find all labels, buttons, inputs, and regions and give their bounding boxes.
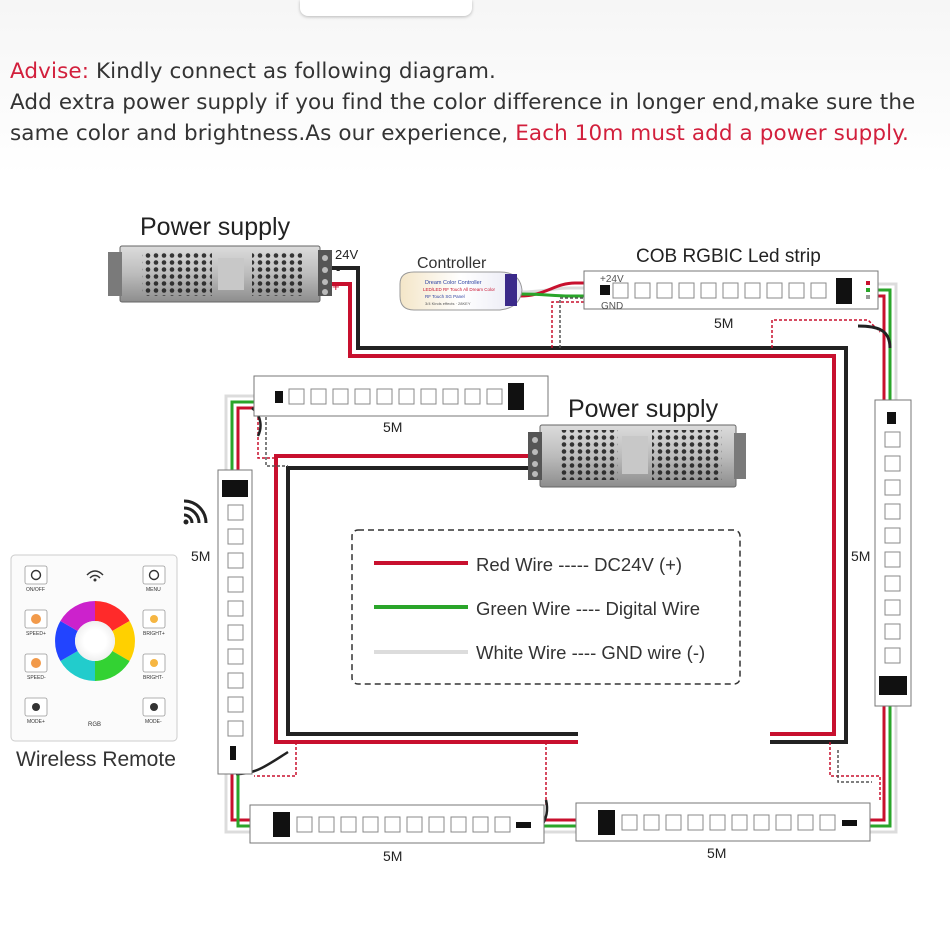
main-power-wires (330, 266, 848, 744)
remote-label-speed-up: SPEED+ (26, 631, 46, 637)
remote-button-bright-up[interactable]: BRIGHT+ (142, 609, 166, 637)
strip-title: COB RGBIC Led strip (636, 246, 821, 267)
remote-button-speed-up[interactable]: SPEED+ (24, 609, 48, 637)
psu1-24v: 24V (335, 247, 358, 262)
mode-up-icon (32, 703, 40, 711)
wireless-remote: ON/OFF MENU SPEED+ BRIGHT+ SPEED- BRIGHT… (10, 499, 208, 771)
remote-wifi-icon (86, 570, 104, 582)
corner-wires-top-right (771, 282, 898, 402)
remote-label-onoff: ON/OFF (26, 587, 45, 593)
led-strip-bottom-left (249, 804, 545, 844)
length-right: 5M (851, 548, 870, 564)
length-left: 5M (191, 548, 210, 564)
controller-line-2: LED/LED RF Touch All Dream Color (423, 287, 495, 292)
controller-line-3: RF Touch SG Panel (425, 294, 465, 299)
controller-line-1: Dream Color Controller (425, 280, 482, 286)
psu1-minus: - (336, 262, 340, 277)
power-supply-2-title: Power supply (568, 395, 719, 423)
bright-down-icon (150, 659, 158, 667)
advise-label: Advise: (10, 59, 90, 84)
led-strip-upper-left (253, 375, 549, 417)
remote-button-onoff[interactable]: ON/OFF (24, 565, 48, 593)
power-supply-2: Power supply (528, 395, 746, 488)
length-top: 5M (714, 315, 733, 331)
advise-banner: Advise: Kindly connect as following diag… (0, 0, 950, 176)
power-supply-1-title: Power supply (140, 213, 291, 241)
psu1-plus: + (332, 279, 340, 294)
remote-button-mode-down[interactable]: MODE- (142, 697, 166, 725)
remote-button-menu[interactable]: MENU (142, 565, 166, 593)
length-bottom-left: 5M (383, 848, 402, 864)
psu2-wires (274, 454, 578, 744)
controller-title: Controller (417, 255, 487, 272)
wireless-remote-title: Wireless Remote (16, 748, 176, 771)
top-cropped-box (300, 0, 472, 16)
led-strip-bottom-right (575, 802, 871, 842)
remote-label-menu: MENU (146, 587, 161, 593)
power-icon (30, 569, 42, 581)
remote-button-bright-down[interactable]: BRIGHT- (142, 653, 166, 681)
wire-legend: Red Wire ----- DC24V (+) Green Wire ----… (351, 529, 741, 685)
legend-green: Green Wire ---- Digital Wire (476, 598, 700, 619)
controller-wires (519, 281, 590, 348)
gnd-label: GND (601, 301, 623, 312)
legend-red: Red Wire ----- DC24V (+) (476, 554, 682, 575)
menu-icon (148, 569, 160, 581)
remote-label-bright-down: BRIGHT- (143, 675, 164, 681)
color-wheel (55, 601, 135, 681)
remote-button-speed-down[interactable]: SPEED- (24, 653, 48, 681)
advise-text: Advise: Kindly connect as following diag… (10, 56, 940, 149)
remote-label-mode-down: MODE- (145, 719, 162, 725)
remote-wheel-label: RGB (88, 722, 101, 728)
advise-line2: Add extra power supply if you find the c… (10, 90, 916, 115)
advise-line3: same color and brightness.As our experie… (10, 121, 516, 146)
legend-white: White Wire ---- GND wire (-) (476, 642, 705, 663)
wifi-signal-icon (183, 499, 208, 525)
corner-wires-bottom-left (224, 741, 297, 834)
remote-button-mode-up[interactable]: MODE+ (24, 697, 48, 725)
speed-up-icon (31, 614, 41, 624)
led-strip-left (217, 469, 253, 775)
remote-label-bright-up: BRIGHT+ (143, 631, 165, 637)
led-strip-right (874, 399, 912, 707)
advise-highlight: Each 10m must add a power supply. (515, 121, 909, 146)
controller-line-4: 3/4 Kinds effects · 28KEY (425, 301, 471, 306)
mode-down-icon (150, 703, 158, 711)
power-supply-1: Power supply 24V - + (108, 213, 358, 303)
speed-down-icon (31, 658, 41, 668)
length-bottom-right: 5M (707, 845, 726, 861)
led-strip-top: +24V GND (583, 270, 879, 312)
bright-up-icon (150, 615, 158, 623)
controller: Controller Dream Color Controller LED/LE… (399, 255, 523, 311)
length-upper-left: 5M (383, 419, 402, 435)
plus24v-label: +24V (600, 274, 624, 285)
remote-label-mode-up: MODE+ (27, 719, 45, 725)
remote-label-speed-down: SPEED- (27, 675, 46, 681)
advise-line1: Kindly connect as following diagram. (95, 59, 496, 84)
